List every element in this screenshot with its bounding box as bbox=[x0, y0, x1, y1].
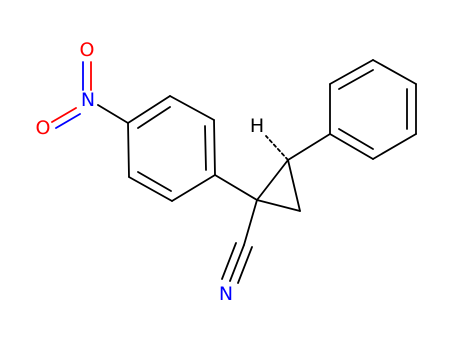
bond bbox=[372, 133, 417, 160]
bond bbox=[256, 199, 301, 212]
bond-N-O-left-second bbox=[55, 113, 81, 129]
bond bbox=[256, 159, 289, 201]
bond bbox=[287, 159, 301, 212]
bond bbox=[171, 174, 216, 202]
bond-ring-to-nitro-N bbox=[97, 104, 129, 124]
phenyl-ring bbox=[287, 59, 417, 161]
nitro-group bbox=[51, 61, 129, 129]
atom-label-stereo-hydrogen: H bbox=[250, 115, 264, 137]
atom-label-oxygen-left: O bbox=[36, 117, 51, 139]
bond bbox=[329, 133, 374, 160]
aromatic-inner-bond bbox=[137, 171, 172, 192]
bond-C-CN bbox=[243, 199, 258, 246]
aromatic-inner-bond bbox=[204, 125, 207, 171]
bond bbox=[372, 59, 417, 85]
triple-bond-line bbox=[237, 246, 253, 284]
cyclopropane-ring bbox=[214, 135, 301, 212]
aromatic-inner-bond bbox=[338, 69, 374, 90]
bond bbox=[128, 176, 173, 202]
nitrile-group bbox=[221, 199, 258, 284]
triple-bond-line bbox=[221, 242, 237, 280]
bond-cp-to-phenyl bbox=[287, 133, 331, 161]
bond bbox=[127, 122, 130, 178]
bond bbox=[213, 119, 216, 176]
bond bbox=[127, 95, 171, 124]
atom-label-nitro-nitrogen: N bbox=[81, 89, 95, 111]
nitrophenyl-ring bbox=[127, 95, 216, 202]
bond-N-O-left bbox=[51, 107, 77, 123]
aromatic-inner-bond bbox=[338, 128, 374, 150]
aromatic-inner-bond bbox=[137, 106, 171, 129]
atom-label-oxygen-top: O bbox=[80, 39, 95, 61]
bond-stereo-H bbox=[265, 135, 289, 161]
atom-label-nitrile-nitrogen: N bbox=[219, 283, 233, 305]
bond bbox=[214, 174, 258, 201]
bond bbox=[329, 59, 374, 85]
bond bbox=[169, 95, 215, 121]
triple-bond-line bbox=[229, 244, 245, 282]
